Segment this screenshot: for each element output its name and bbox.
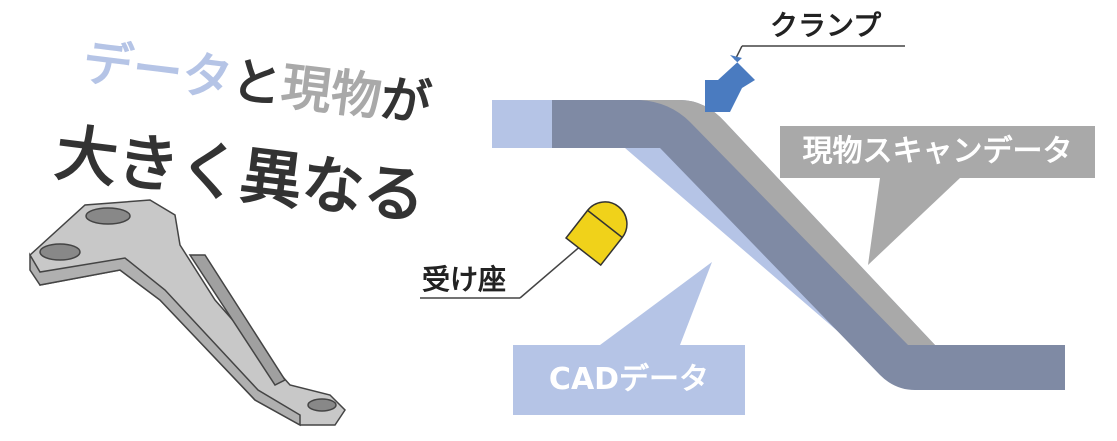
headline-ga: が — [377, 69, 435, 134]
cad-data-label: CADデータ — [513, 345, 745, 415]
bracket-part-illustration — [29, 199, 346, 427]
scan-callout-pointer — [868, 178, 960, 265]
seat-label: 受け座 — [422, 263, 507, 296]
headline-real-word: 現物 — [278, 57, 385, 128]
scan-edge — [640, 100, 935, 345]
cad-callout-pointer — [600, 262, 712, 345]
headline-and: と — [228, 51, 286, 115]
cad-shape — [492, 100, 912, 372]
scan-data-label: 現物スキャンデータ — [780, 126, 1095, 178]
scan-shape — [552, 100, 1065, 390]
clamp-label: クランプ — [770, 9, 882, 42]
clamp-arrow-icon — [705, 45, 905, 112]
seat-icon — [420, 201, 628, 299]
